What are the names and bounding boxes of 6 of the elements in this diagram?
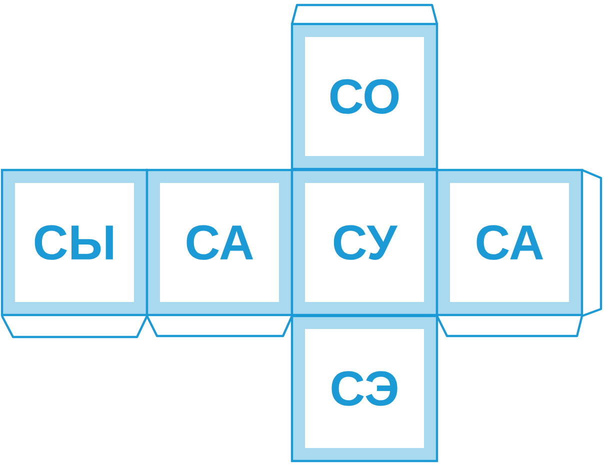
cube-face: СА — [146, 168, 294, 316]
cube-face: СЫ — [0, 168, 148, 316]
cube-face: СА — [436, 168, 584, 316]
cube-face: СЭ — [290, 314, 438, 462]
cube-face: СО — [290, 22, 438, 170]
cube-face: СУ — [290, 168, 438, 316]
